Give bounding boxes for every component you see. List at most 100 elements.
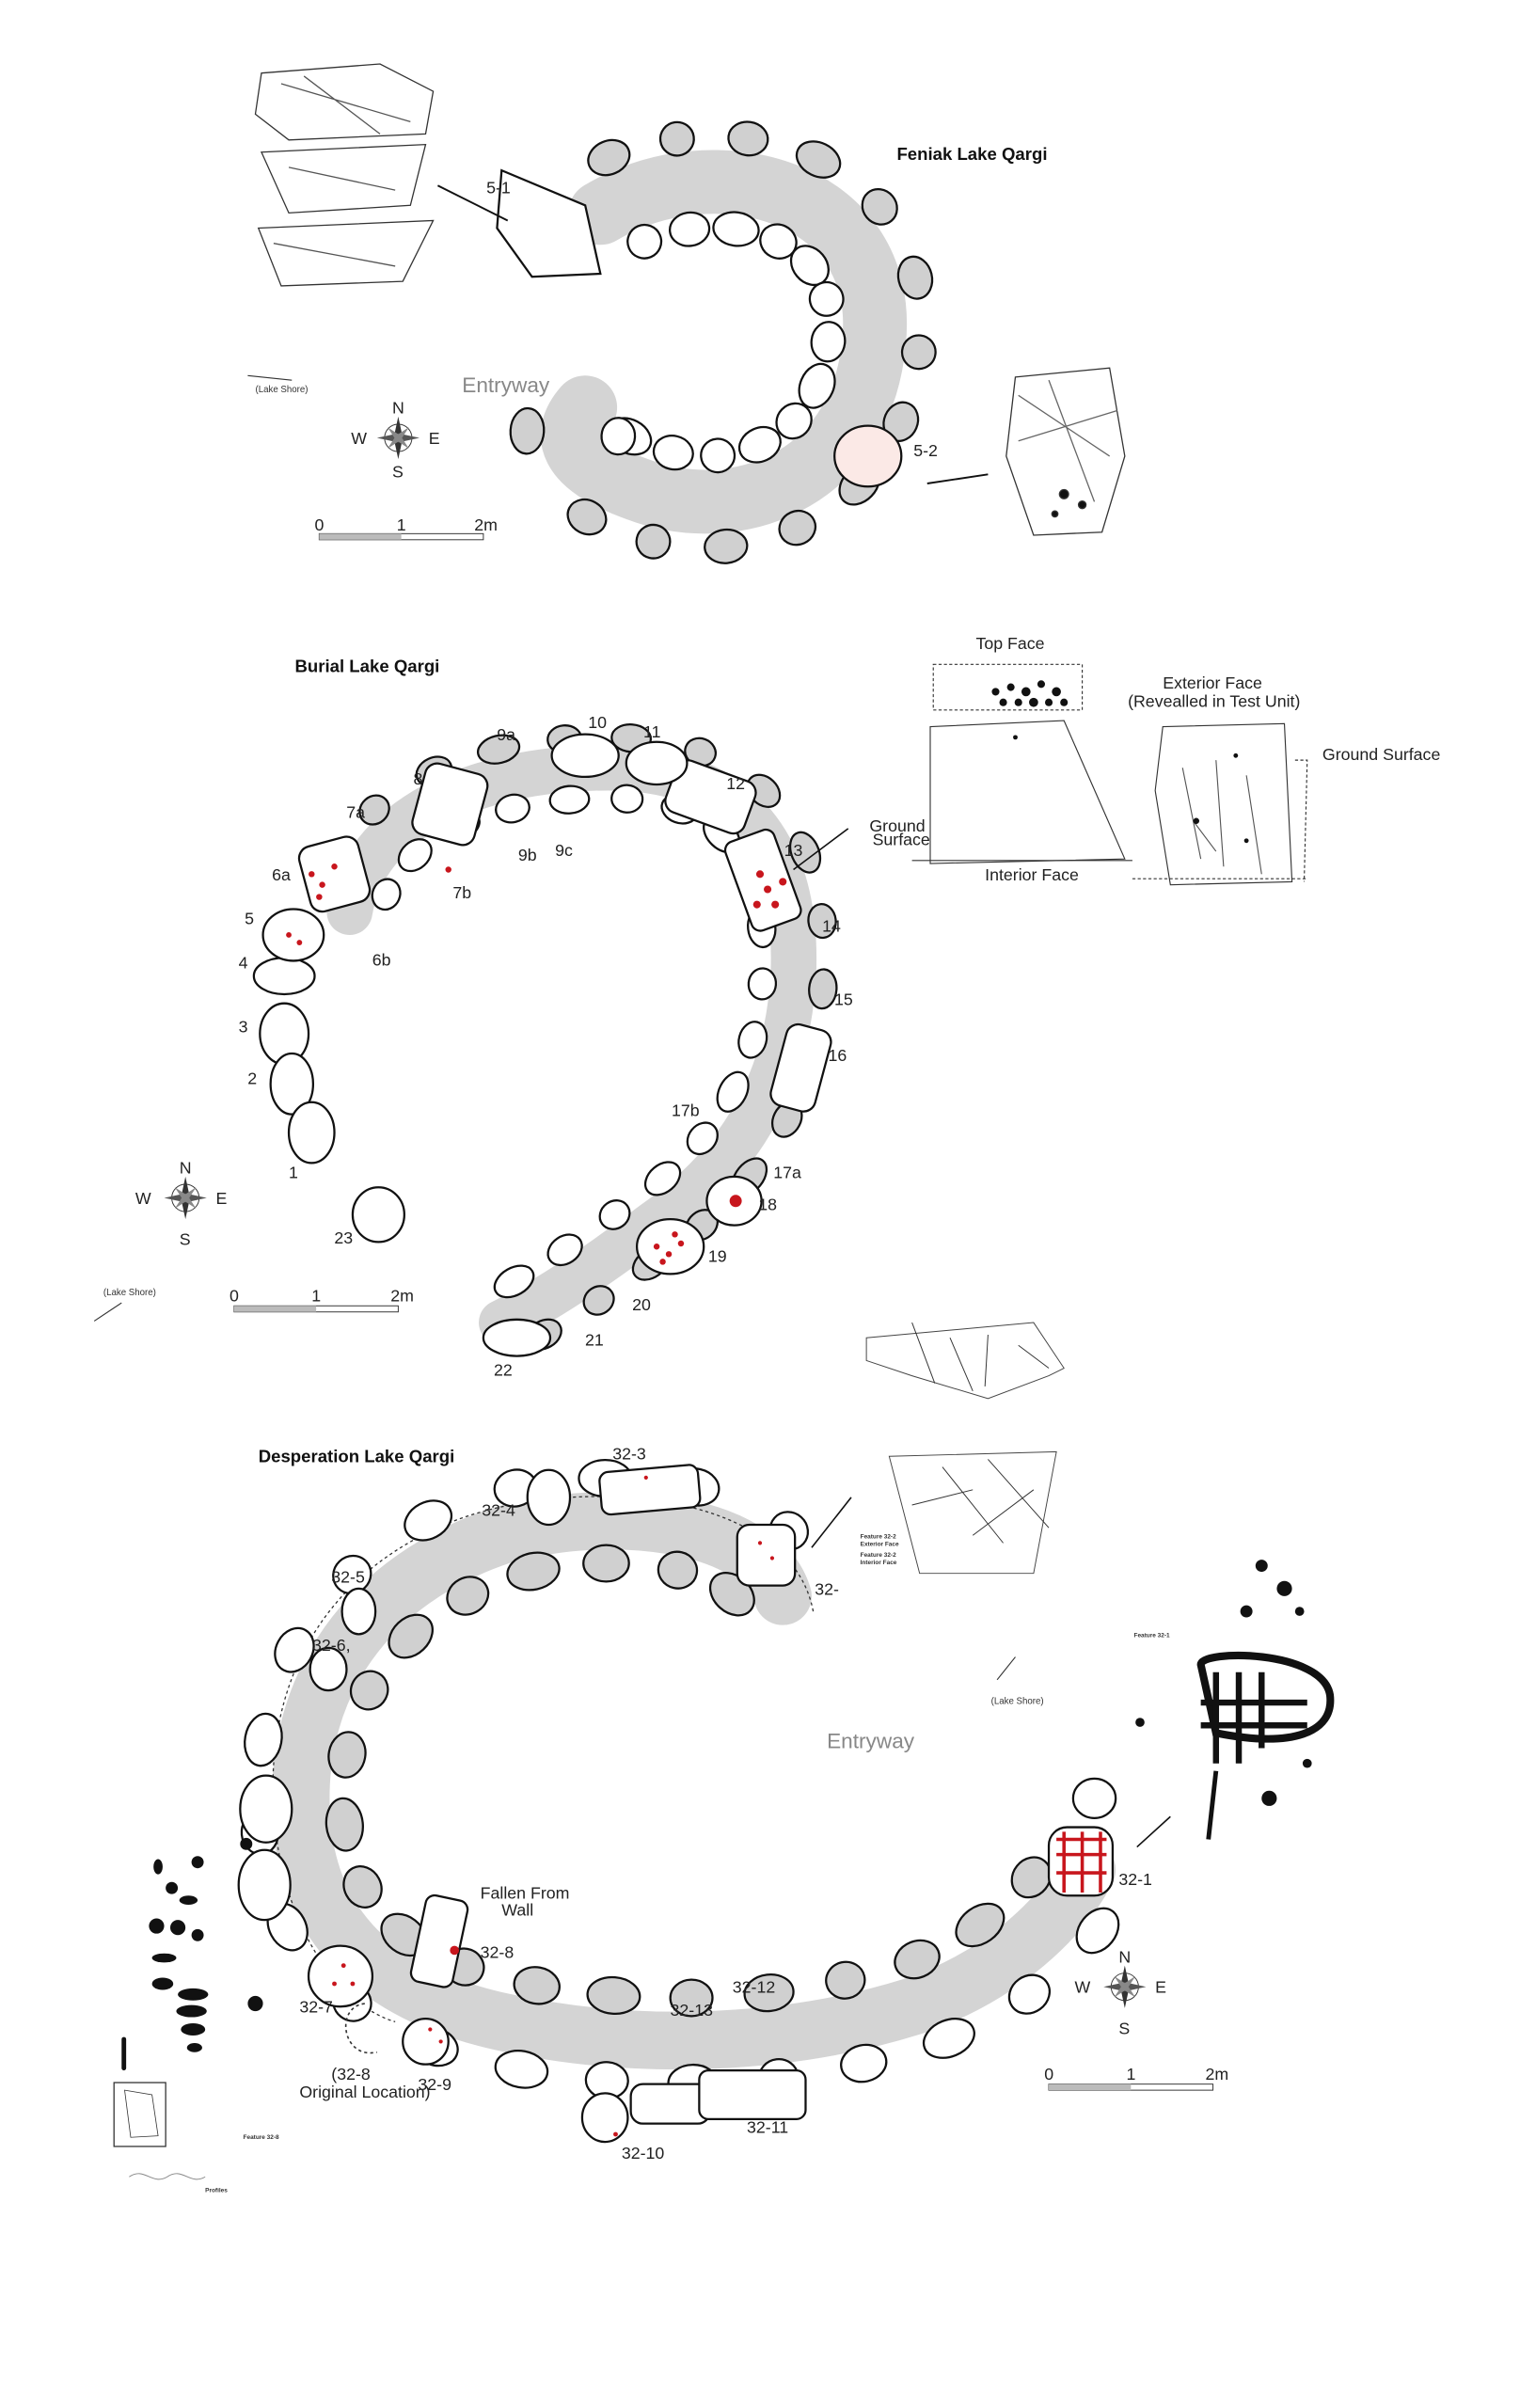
svg-text:0: 0	[315, 515, 325, 534]
feature-32-2-drawings	[865, 1322, 1065, 1575]
stone-label: 12	[726, 774, 745, 793]
wall-stone	[840, 2043, 888, 2083]
wall-stone	[325, 1797, 364, 1852]
stone-label: 32-12	[733, 1978, 775, 1997]
stone-5-2	[833, 424, 903, 488]
wall-stone	[712, 211, 760, 247]
wall-stone	[798, 362, 836, 409]
label-5-2: 5-2	[913, 441, 938, 460]
wall-stone	[566, 498, 608, 536]
desperation-stone-labels: 32-332-432-532-6,32-32-832-1232-1332-732…	[299, 1444, 1152, 2162]
stone-label: 11	[643, 722, 661, 741]
stone-label: 32-7	[299, 1998, 333, 2017]
stone-label: 32-8	[481, 1943, 515, 1962]
feniak-scale-bar: 0 1 2m	[315, 515, 498, 541]
stone-label: 17b	[672, 1101, 700, 1119]
desperation-compass-icon: N S E W	[1075, 1947, 1167, 2037]
feature-32-2-interior-sub: Interior Face	[861, 1560, 897, 1566]
svg-text:2m: 2m	[474, 515, 498, 534]
wall-stone	[658, 120, 695, 157]
wall-stone	[810, 321, 847, 363]
wall-stone	[388, 1613, 434, 1659]
desperation-art-marks	[332, 1475, 775, 2137]
burial-title: Burial Lake Qargi	[295, 656, 440, 675]
wall-stone	[894, 1939, 941, 1980]
feniak-lake-shore: (Lake Shore)	[255, 385, 308, 395]
wall-stone	[626, 223, 663, 260]
svg-text:1: 1	[311, 1286, 321, 1305]
inset-ground-surface-left: Ground	[869, 816, 925, 835]
svg-text:S: S	[1118, 2019, 1130, 2037]
wall-stone	[635, 523, 672, 560]
stone-label: 32-13	[671, 2001, 714, 2020]
stone-32-1-art	[1056, 1831, 1107, 1893]
wall-stone	[896, 255, 934, 300]
wall-stone	[657, 1550, 699, 1590]
stone-label: 9b	[518, 846, 537, 864]
stone-label: 6b	[372, 950, 391, 969]
stone-label: 9a	[497, 725, 515, 744]
wall-stone	[495, 793, 530, 824]
feniak-lake-qargi-plan: Feniak Lake Qargi 5-1 5-2 Entryway (Lake…	[247, 63, 1126, 564]
svg-text:2m: 2m	[1205, 2065, 1228, 2083]
inset-ground-surface-right: Ground Surface	[1322, 745, 1441, 764]
inset-exterior-note: (Revealled in Test Unit)	[1128, 692, 1300, 711]
wall-stone	[446, 1576, 490, 1616]
wall-stone	[506, 1551, 561, 1592]
wall-stone	[1010, 1856, 1053, 1899]
wall-stone	[700, 437, 736, 474]
feature-32-8-label: Feature 32-8	[244, 2134, 279, 2141]
wall-stone	[546, 1233, 583, 1267]
desperation-entryway: Entryway	[827, 1730, 915, 1753]
feature-32-1-drawing	[1135, 1560, 1335, 1840]
stone-label: 16	[829, 1046, 847, 1065]
wall-stone	[358, 794, 390, 826]
svg-text:2m: 2m	[390, 1286, 414, 1305]
burial-lake-shore: (Lake Shore)	[103, 1288, 156, 1298]
stone-label: 7a	[346, 803, 365, 822]
svg-text:W: W	[1075, 1978, 1091, 1997]
wall-stone	[900, 334, 937, 371]
wall-stone	[397, 838, 433, 873]
svg-text:N: N	[180, 1159, 192, 1178]
stone-label: 20	[632, 1295, 651, 1314]
fallen-from-wall-2: Wall	[501, 1900, 533, 1919]
feniak-floor-band	[541, 150, 908, 534]
wall-stone	[716, 1070, 750, 1113]
feature-32-2-interior-title: Feature 32-2	[861, 1552, 896, 1559]
stone-label: 32-9	[418, 2075, 451, 2094]
stone-label: 6a	[272, 865, 291, 884]
stone-label: 32-6,	[312, 1636, 350, 1655]
svg-text:S: S	[392, 463, 404, 482]
wall-stone	[743, 1973, 795, 2013]
wall-stone	[548, 784, 591, 815]
stone-label: 5	[245, 910, 254, 928]
stone-label: 7b	[452, 883, 471, 902]
stone-label: 32-1	[1118, 1870, 1152, 1889]
wall-stone	[610, 784, 644, 814]
wall-stone	[747, 967, 778, 1001]
feature-32-2-exterior-sub: Exterior Face	[861, 1542, 899, 1548]
profiles-label: Profiles	[205, 2187, 228, 2194]
wall-stone	[686, 1121, 719, 1156]
desperation-scale-bar: 0 1 2m	[1044, 2065, 1228, 2091]
wall-stone	[795, 140, 842, 179]
stone-label: 15	[834, 990, 853, 1008]
stone-label: 32-	[815, 1579, 839, 1598]
desperation-lake-shore: (Lake Shore)	[991, 1697, 1044, 1707]
stone-label: 19	[708, 1246, 727, 1265]
svg-text:0: 0	[230, 1286, 239, 1305]
feniak-compass-icon: N S E W	[351, 399, 439, 482]
wall-stone	[643, 1161, 682, 1196]
feature-32-8-drawing	[121, 1837, 263, 2071]
wall-stone	[788, 831, 822, 874]
wall-stone	[274, 1626, 315, 1673]
svg-text:N: N	[1118, 1947, 1131, 1966]
wall-stone	[825, 1960, 866, 2000]
stone-label: 10	[588, 713, 607, 732]
wall-stone	[586, 1975, 641, 2016]
wall-stone	[1075, 1907, 1120, 1955]
svg-text:N: N	[392, 399, 404, 418]
